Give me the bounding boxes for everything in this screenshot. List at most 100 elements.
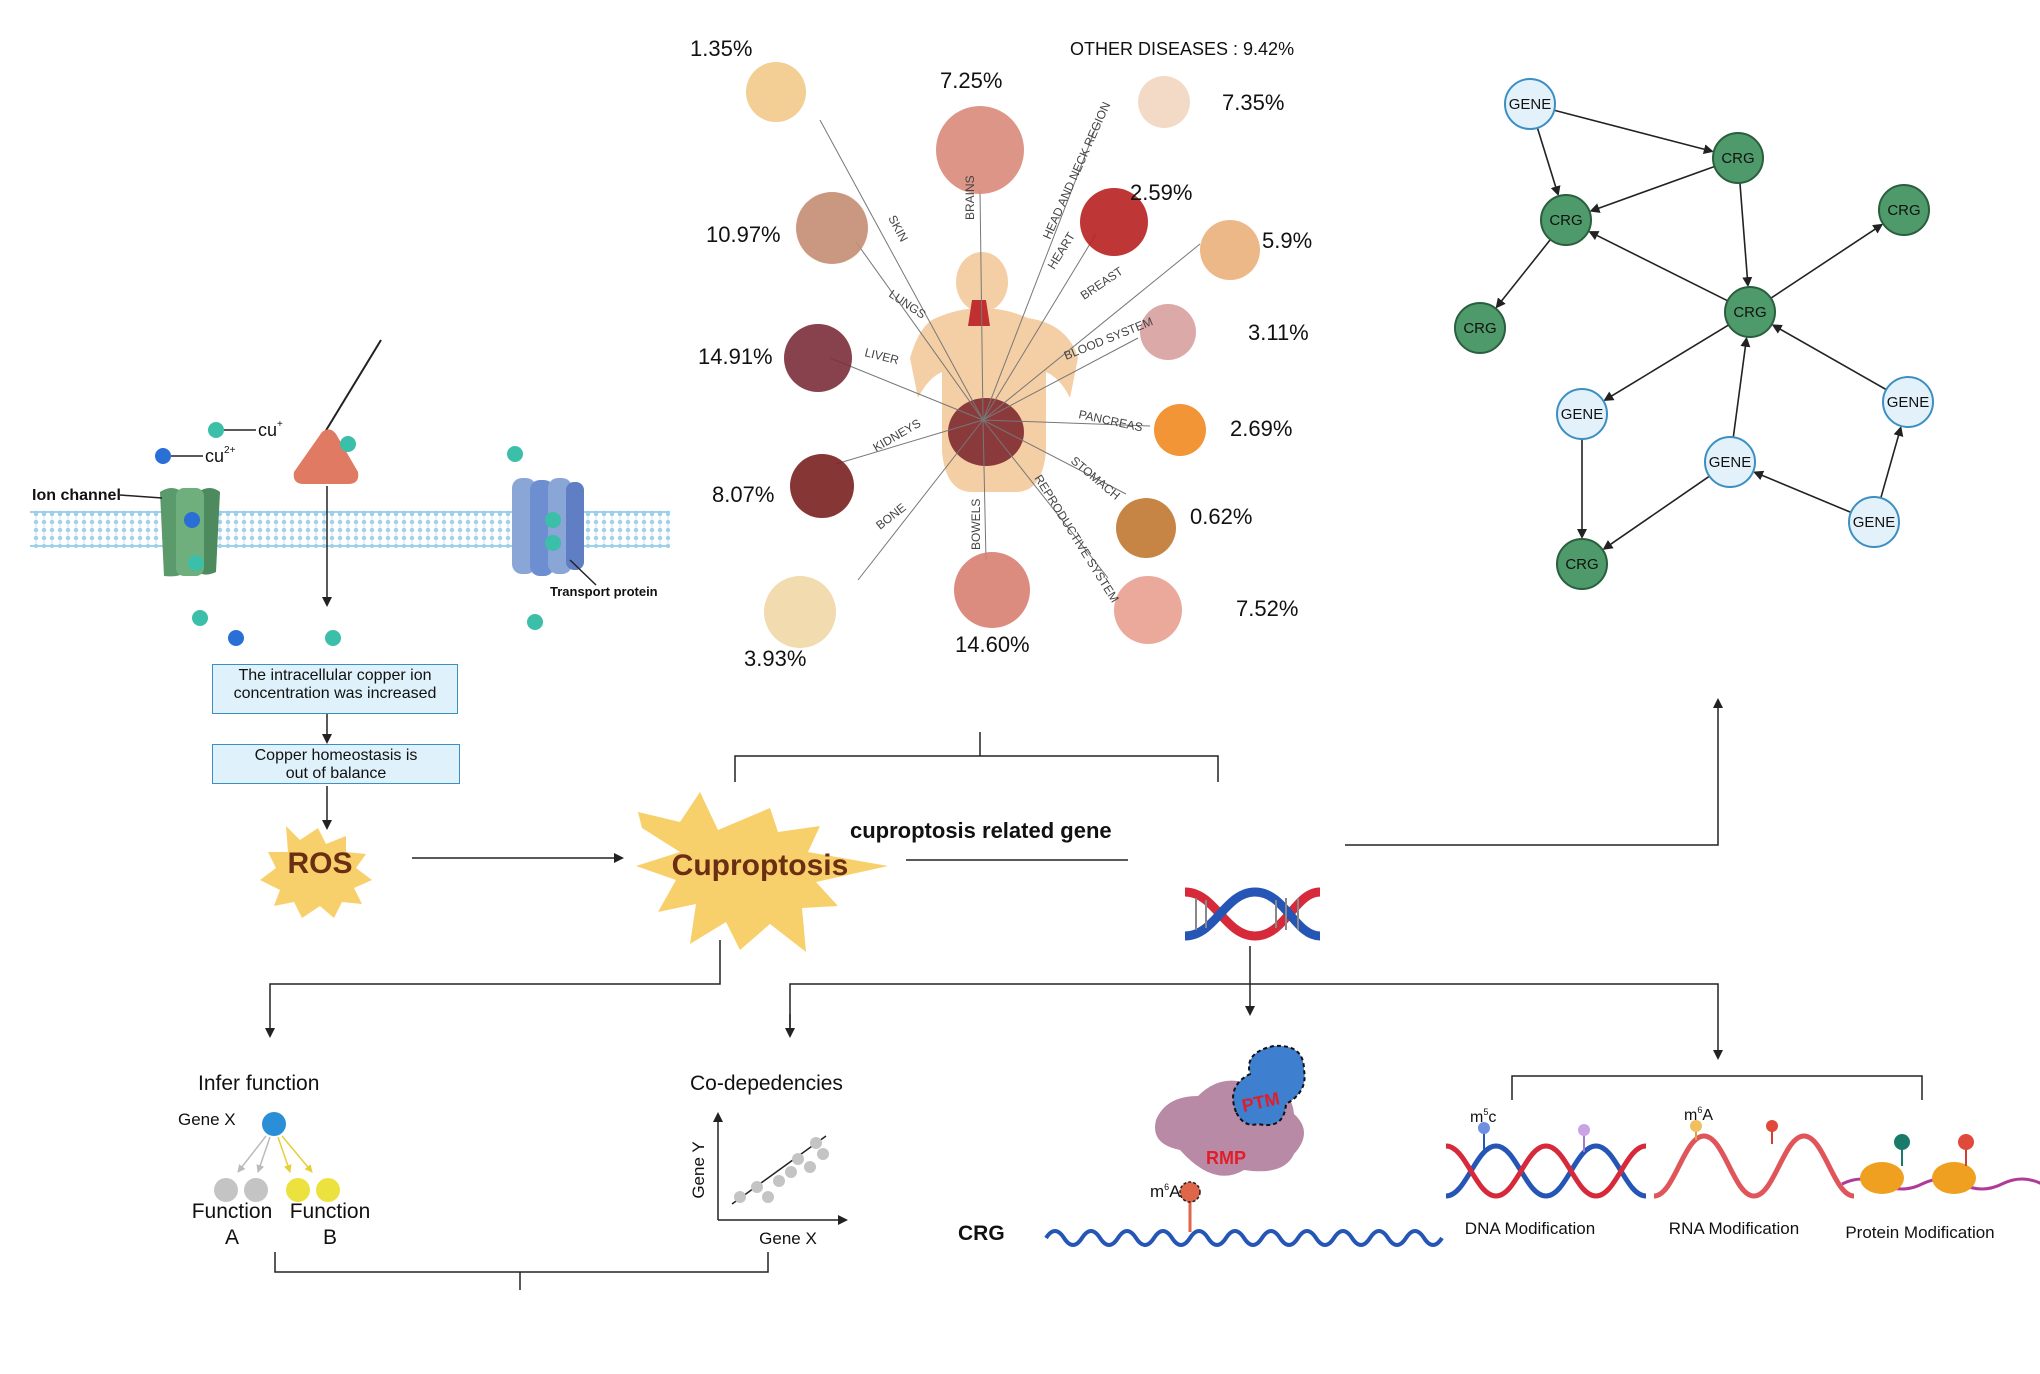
copper-increase-line2: concentration was increased	[233, 685, 437, 702]
pancreas-organ-icon	[1154, 404, 1206, 456]
crg-title: cuproptosis related gene	[850, 818, 1112, 843]
membrane-section: Ion channel cu+ cu2+ Transport protein	[30, 339, 670, 646]
organ-connector-line	[982, 337, 1139, 421]
crg-node	[1540, 194, 1592, 246]
network-edge-arrow	[1553, 109, 1714, 155]
head-and-neck-region-percent-label: 7.35%	[1222, 90, 1284, 115]
stomach-organ-icon	[1116, 498, 1176, 558]
m6a-label: m6A	[1150, 1182, 1181, 1201]
blood-system-percent-label: 3.11%	[1248, 320, 1309, 345]
head-and-neck-region-organ-icon	[1138, 76, 1190, 128]
copper-homeostasis-box: Copper homeostasis is out of balance	[212, 744, 460, 784]
crg-node-label: CRG	[1463, 320, 1496, 337]
lungs-percent-label: 10.97%	[706, 222, 781, 247]
organ-connector-line	[982, 419, 1151, 427]
cu-plus-ion-icon	[208, 422, 224, 438]
homeostasis-line1: Copper homeostasis is	[254, 747, 418, 764]
crg-node-label: CRG	[1549, 212, 1582, 229]
organ-connector-line	[982, 419, 1127, 495]
crg-node-label: CRG	[1565, 556, 1598, 573]
organ-connector-line	[982, 243, 1201, 421]
liver-percent-label: 14.91%	[698, 344, 773, 369]
network-edge-arrow	[1770, 223, 1884, 299]
gene-node-label: GENE	[1709, 454, 1752, 471]
transport-protein-label: Transport protein	[550, 584, 658, 599]
codep-xlabel: Gene X	[759, 1229, 817, 1248]
gene-x-node	[262, 1112, 286, 1136]
lungs-organ-icon	[796, 192, 868, 264]
function-a-node	[214, 1178, 238, 1202]
blood-system-organ-icon	[1140, 304, 1196, 360]
organ-connector-line	[819, 119, 984, 421]
bone-organ-icon	[764, 576, 836, 648]
breast-name-label: BREAST	[1078, 264, 1126, 303]
gene-node	[1504, 78, 1556, 130]
network-edges	[1495, 109, 1904, 550]
organ-connector-line	[979, 189, 984, 421]
network-edge-arrow	[1588, 231, 1728, 302]
reproductive-system-organ-icon	[1114, 576, 1182, 644]
transport-protein-icon	[512, 478, 584, 576]
copper-increase-line1: The intracellular copper ion	[238, 667, 432, 684]
other-diseases-label: OTHER DISEASES : 9.42%	[1070, 39, 1294, 59]
function-b-node	[316, 1178, 340, 1202]
stomach-percent-label: 0.62%	[1190, 504, 1252, 529]
copper-carrier-triangle	[293, 429, 359, 484]
ros-star: ROS	[260, 826, 372, 918]
ion-channel-icon	[160, 488, 220, 577]
network-edge-arrow	[1739, 182, 1753, 288]
cuproptosis-star: Cuproptosis	[636, 792, 888, 952]
network-edge-arrow	[1732, 336, 1751, 438]
gene-node-label: GENE	[1561, 406, 1604, 423]
m5c-label: m5c	[1470, 1107, 1496, 1126]
crg-node	[1556, 538, 1608, 590]
liver-name-label: LIVER	[863, 345, 900, 367]
skin-name-label: SKIN	[885, 213, 911, 244]
network-edge-arrow	[1602, 475, 1710, 550]
cu-plus-label: cu+	[258, 419, 283, 440]
crg-node-label: CRG	[1721, 150, 1754, 167]
organ-connector-line	[982, 419, 987, 561]
crg-bottom-label: CRG	[958, 1222, 1005, 1245]
ion-dot	[192, 610, 208, 626]
skin-organ-icon	[746, 62, 806, 122]
organ-connector-line	[982, 233, 1097, 421]
human-body-icon	[910, 252, 1078, 492]
gene-node	[1848, 496, 1900, 548]
rna-modification-label: RNA Modification	[1669, 1219, 1799, 1238]
stomach-name-label: STOMACH	[1068, 454, 1123, 503]
network-edge-arrow	[1603, 324, 1730, 402]
pancreas-name-label: PANCREAS	[1077, 407, 1144, 434]
infer-function-title: Infer function	[198, 1072, 319, 1095]
organ-connector-line	[982, 419, 1109, 579]
reproductive-system-percent-label: 7.52%	[1236, 596, 1298, 621]
cu-2plus-label: cu2+	[205, 445, 236, 466]
gene-x-label: Gene X	[178, 1110, 236, 1129]
crg-node-label: CRG	[1887, 202, 1920, 219]
bowels-name-label: BOWELS	[969, 499, 983, 550]
pancreas-percent-label: 2.69%	[1230, 416, 1292, 441]
dna-modification-icon	[1445, 1122, 1647, 1199]
gene-node-label: GENE	[1853, 514, 1896, 531]
liver-organ-icon	[784, 324, 852, 392]
brains-percent-label: 7.25%	[940, 68, 1002, 93]
protein-modification-icon	[1841, 1134, 2040, 1194]
brains-name-label: BRAINS	[963, 175, 977, 220]
codependency-scatter-icon	[713, 1112, 848, 1225]
gene-node-label: GENE	[1887, 394, 1930, 411]
network-edge-arrow	[1536, 127, 1561, 197]
gene-node	[1882, 376, 1934, 428]
heart-organ-icon	[1080, 188, 1148, 256]
network-edge-arrow	[1495, 239, 1552, 309]
ion-channel-label: Ion channel	[32, 487, 121, 504]
brains-organ-icon	[936, 106, 1024, 194]
crg-node	[1878, 184, 1930, 236]
gene-node-label: GENE	[1509, 96, 1552, 113]
ion-dot	[507, 446, 523, 462]
